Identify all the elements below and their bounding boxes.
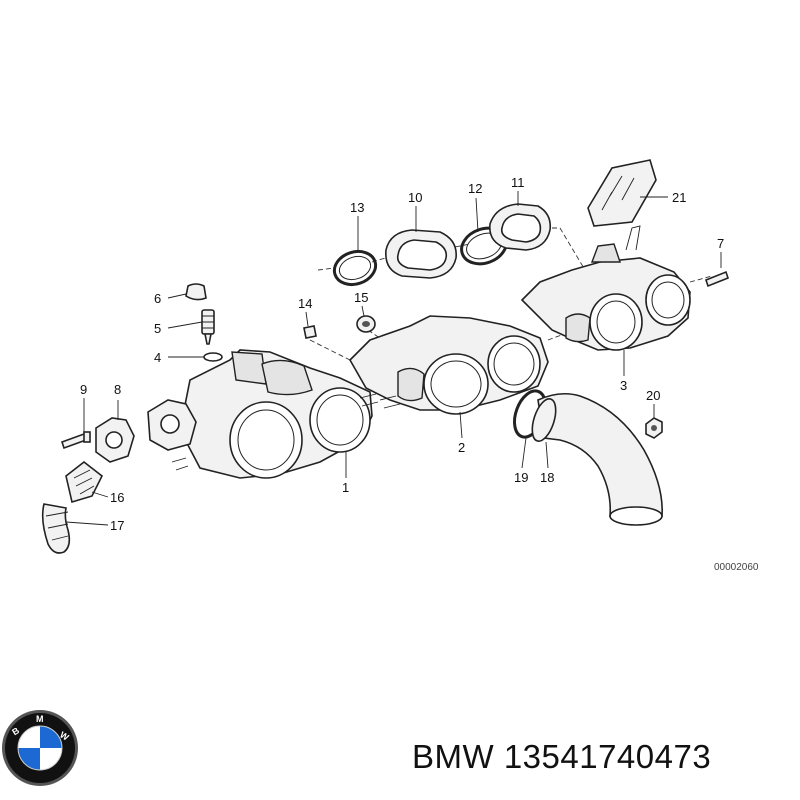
callout-20: 20 [646, 388, 660, 403]
callout-8: 8 [114, 382, 121, 397]
callout-2: 2 [458, 440, 465, 455]
callout-13: 13 [350, 200, 364, 215]
callout-14: 14 [298, 296, 312, 311]
callout-7: 7 [717, 236, 724, 251]
callout-3: 3 [620, 378, 627, 393]
o-ring-13-part [332, 249, 378, 287]
svg-text:B: B [10, 725, 21, 737]
callout-1: 1 [342, 480, 349, 495]
bmw-logo: B M W [2, 710, 78, 786]
elbow-pipe-18-part [531, 392, 663, 526]
bolt-7-part [705, 270, 729, 288]
callout-5: 5 [154, 321, 161, 336]
throttle-sensor-8-part [95, 399, 197, 463]
part-number-caption: BMW 13541740473 [412, 738, 712, 775]
callout-4: 4 [154, 350, 161, 365]
injector-5-part [201, 309, 215, 345]
cap-6-part [185, 283, 207, 301]
callout-10: 10 [408, 190, 422, 205]
callout-11: 11 [511, 175, 525, 190]
callout-labels: 1 2 3 4 5 6 7 8 9 10 11 12 13 14 15 16 1… [80, 175, 724, 533]
callout-9: 9 [80, 382, 87, 397]
callout-15: 15 [354, 290, 368, 305]
nut-20-part [645, 417, 663, 439]
hose-17-part [41, 503, 71, 554]
callout-19: 19 [514, 470, 528, 485]
svg-text:M: M [36, 714, 44, 724]
throttle-housing-1-part [171, 349, 379, 479]
callout-12: 12 [468, 181, 482, 196]
gasket-10-part [385, 229, 457, 279]
connector-16-part [65, 460, 104, 504]
callout-6: 6 [154, 291, 161, 306]
heat-shield-part [587, 159, 657, 227]
callout-18: 18 [540, 470, 554, 485]
diagram-reference-code: 00002060 [714, 562, 759, 573]
grommet-15-part [356, 315, 376, 333]
throttle-housing-3-part [520, 225, 691, 351]
callout-16: 16 [110, 490, 124, 505]
screw-9-part [60, 431, 91, 450]
throttle-housing-2-part [349, 315, 549, 415]
gasket-11-part [489, 203, 552, 251]
callout-21: 21 [672, 190, 686, 205]
plug-14-part [303, 325, 317, 339]
seal-4-part [203, 352, 223, 362]
leader-lines [65, 191, 722, 526]
callout-17: 17 [110, 518, 124, 533]
